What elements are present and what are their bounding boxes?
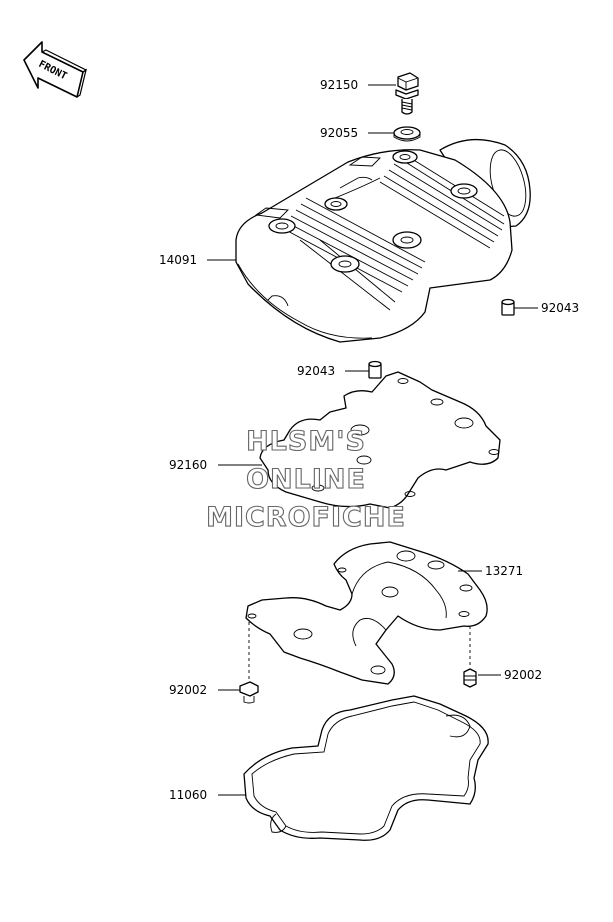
cylinder-head-cover-part bbox=[235, 138, 531, 343]
part-number: 92002 bbox=[504, 668, 542, 682]
part-number: 11060 bbox=[169, 788, 207, 802]
cover-plate-part bbox=[245, 541, 488, 685]
watermark-line-2: ONLINE bbox=[246, 464, 366, 495]
damper-plate-part bbox=[259, 371, 501, 509]
leader-lines bbox=[207, 84, 538, 796]
bolt-part bbox=[395, 72, 419, 115]
gasket-part bbox=[243, 695, 489, 841]
part-number: 92043 bbox=[541, 301, 579, 315]
part-number: 92055 bbox=[320, 126, 358, 140]
part-labels: 92150 92055 14091 92043 92043 92160 1327… bbox=[159, 78, 579, 802]
part-number: 92160 bbox=[169, 458, 207, 472]
dowel-pin-right-part bbox=[501, 298, 515, 316]
stud-bolt-left-part bbox=[239, 681, 259, 704]
washer-part bbox=[393, 126, 421, 142]
watermark: HLSM'S ONLINE MICROFICHE bbox=[206, 425, 406, 533]
front-arrow-icon: FRONT bbox=[23, 41, 88, 98]
part-number: 14091 bbox=[159, 253, 197, 267]
part-number: 13271 bbox=[485, 564, 523, 578]
stud-bolt-right-part bbox=[463, 668, 477, 688]
part-number: 92150 bbox=[320, 78, 358, 92]
watermark-line-3: MICROFICHE bbox=[206, 502, 406, 533]
watermark-line-1: HLSM'S bbox=[246, 426, 366, 457]
part-number: 92043 bbox=[297, 364, 335, 378]
dowel-pin-center-part bbox=[368, 360, 382, 379]
part-number: 92002 bbox=[169, 683, 207, 697]
